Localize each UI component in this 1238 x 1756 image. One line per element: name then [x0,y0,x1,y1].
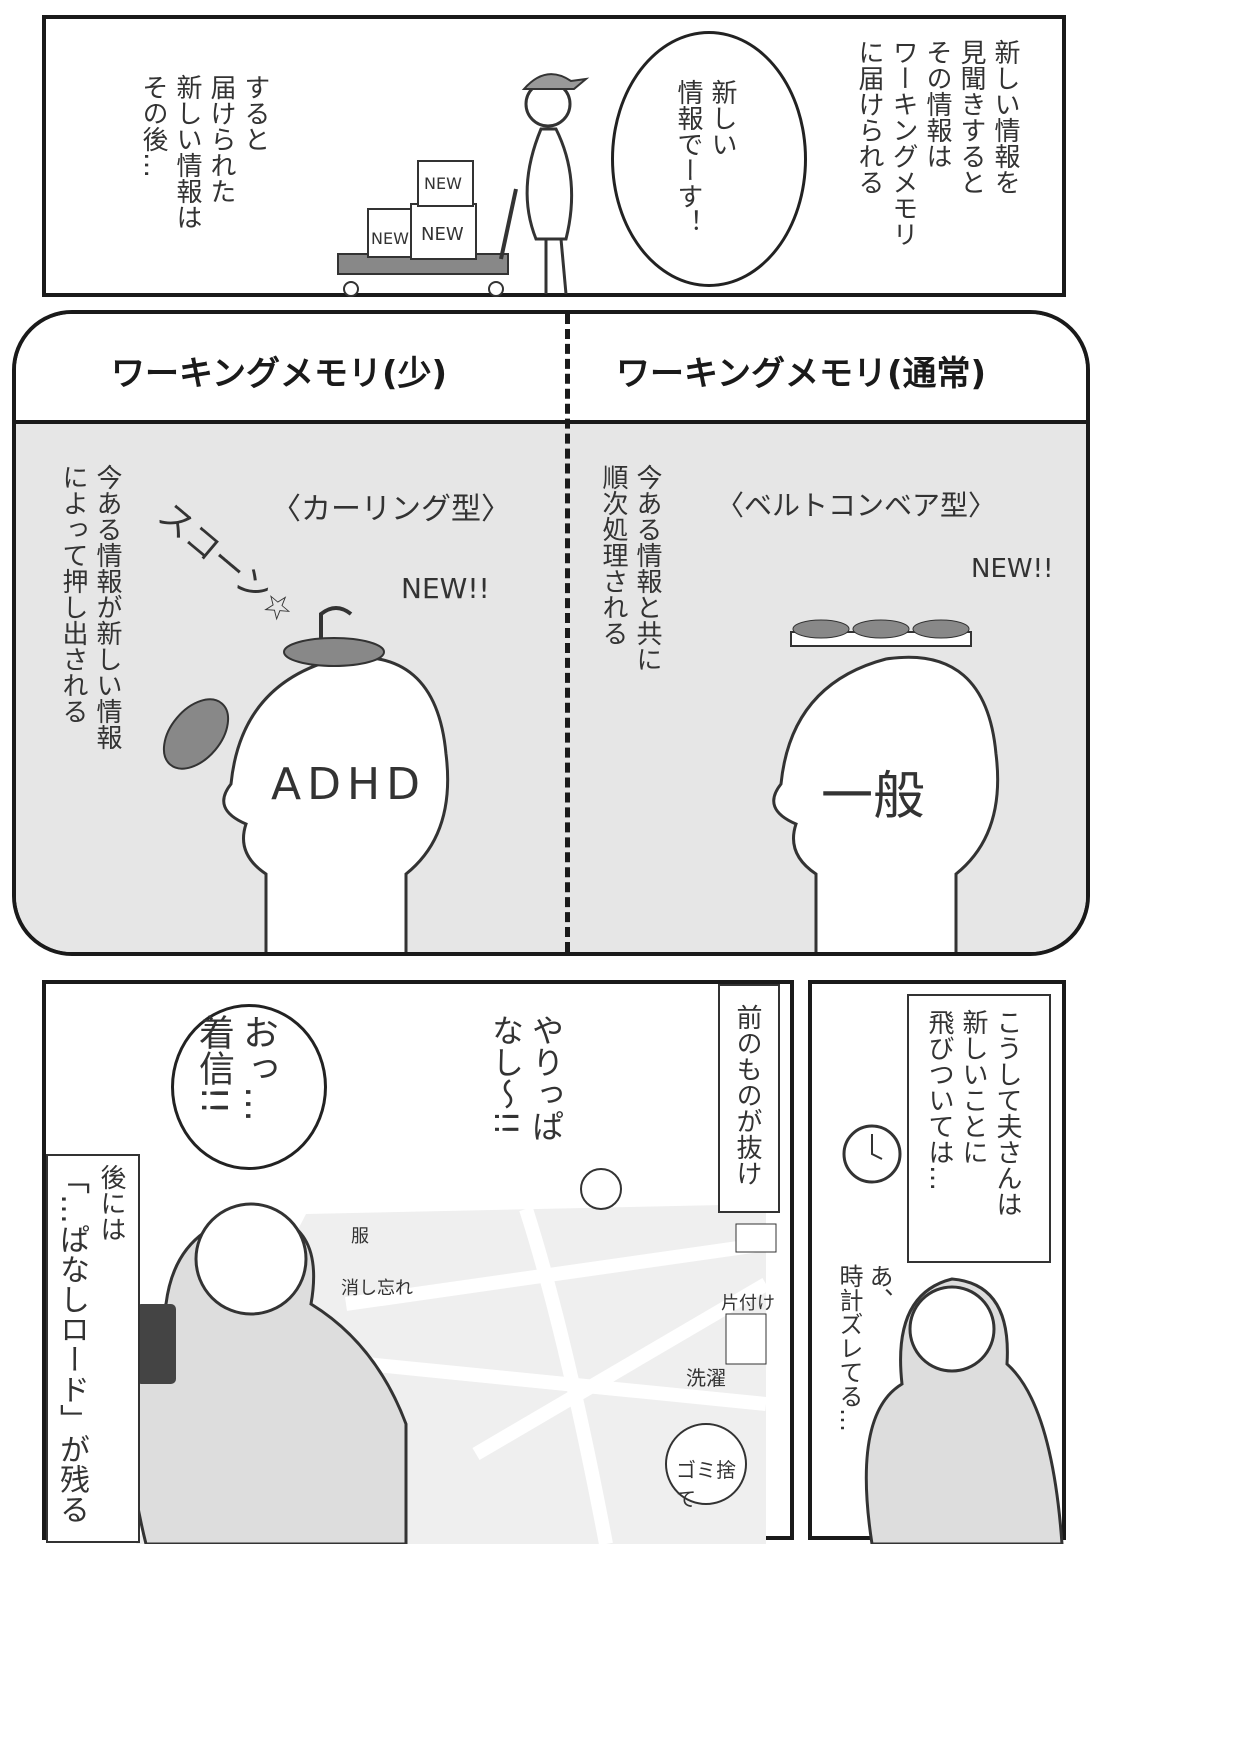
shout-text: やりっぱ なし〜!! [487,1014,565,1142]
box-label: NEW [371,229,409,248]
panel-panashi-road: おっ… 着信!! やりっぱ なし〜!! 前のものが抜け 後には 「…ぱなしロード… [42,980,794,1544]
narration-left-1: 後には [96,1164,126,1242]
box-label: NEW [424,174,462,193]
narration-left: すると 届けられた 新しい情報は その後… [138,74,270,230]
left-type-label: 〈カーリング型〉 [271,492,511,527]
narration: こうして夫さんは 新しいことに 飛びついては… [924,1009,1022,1217]
comparison-header [16,314,1086,424]
panel-working-memory-comparison: ワーキングメモリ(少) ワーキングメモリ(通常) 今ある情報が新しい情報 によっ… [12,310,1090,956]
divider-dashed [565,314,570,952]
speech-text: おっ… 着信!! [193,1014,278,1122]
delivery-illustration [337,73,590,297]
speech-bubble [171,1004,327,1170]
narration-box [907,994,1051,1263]
speech-bubble [611,31,807,287]
road-label: 洗濯 [686,1366,726,1390]
narration-box-left [46,1154,140,1543]
road-label: ゴミ捨て [676,1458,736,1511]
panel-clock: こうして夫さんは 新しいことに 飛びついては… あ、 時計ズレてる… [808,980,1066,1544]
road-label: 片付け [721,1293,775,1314]
panel-delivery: NEW NEW NEW 新しい 情報でーす！ 新しい情報を 見聞きすると その情… [42,15,1066,297]
right-new-label: NEW!! [971,554,1054,584]
road-label: 消し忘れ [341,1278,413,1299]
husband-illustration [842,1124,1064,1544]
right-narration: 今ある情報と共に 順次処理される [598,464,662,672]
narration-left-2: 「…ぱなしロード」が残る [54,1164,89,1524]
heads-illustration [162,606,1000,952]
right-head-label: 一般 [821,767,926,827]
road-illustration [128,1168,777,1544]
narration-box-top [718,984,780,1213]
left-narration: 今ある情報が新しい情報 によって押し出される [58,464,122,750]
left-head-label: ADHD [271,759,426,810]
header-right: ワーキングメモリ(通常) [616,354,987,394]
road-label: 服 [351,1226,369,1247]
box-label: NEW [421,224,464,245]
speech-text: 新しい 情報でーす！ [673,79,737,235]
narration-right: 新しい情報を 見聞きすると その情報は ワーキングメモリ に届けられる [854,39,1020,247]
header-left: ワーキングメモリ(少) [111,354,448,394]
left-new-label: NEW!! [401,572,490,605]
right-type-label: 〈ベルトコンベア型〉 [716,489,997,522]
narration-top: 前のものが抜け [732,1004,762,1186]
speech-text: あ、 時計ズレてる… [835,1264,893,1432]
